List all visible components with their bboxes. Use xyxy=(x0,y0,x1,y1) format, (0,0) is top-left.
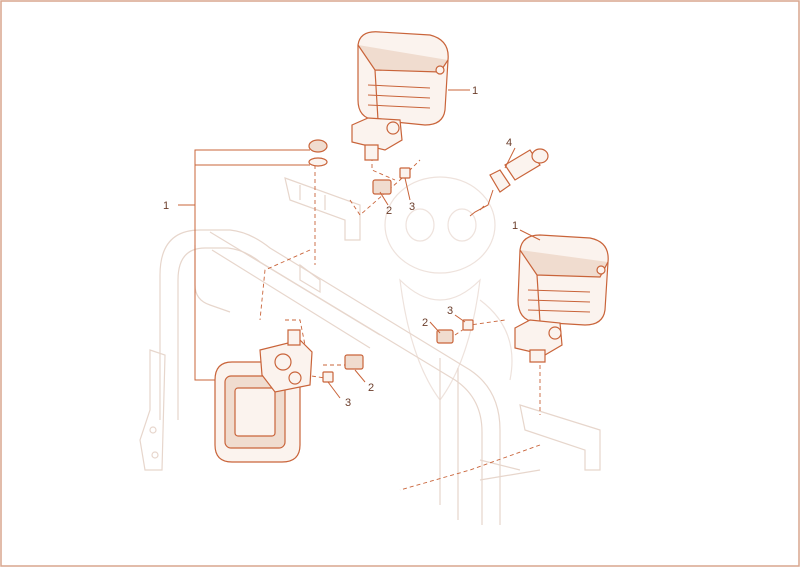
callout-leaders xyxy=(178,89,541,399)
connectors xyxy=(322,167,474,383)
work-lamp-right xyxy=(514,234,609,363)
nut-and-washer xyxy=(308,139,328,167)
mounting-bracket-lower xyxy=(519,404,601,471)
callout-3-bottom: 3 xyxy=(345,397,351,409)
halogen-bulb xyxy=(469,148,549,217)
mounting-bracket-upper xyxy=(284,177,361,241)
callout-4: 4 xyxy=(506,137,512,149)
watermark-mascot xyxy=(384,176,513,402)
callout-2-bottom: 2 xyxy=(368,382,374,394)
callout-2-top: 2 xyxy=(386,205,392,217)
callout-3-right: 3 xyxy=(447,305,453,317)
callout-1-top: 1 xyxy=(472,85,478,97)
callout-1-left: 1 xyxy=(163,200,169,212)
work-lamp-front xyxy=(214,329,313,463)
work-lamp-top xyxy=(351,31,449,161)
roll-bar-frame xyxy=(139,229,541,525)
callout-1-right: 1 xyxy=(512,220,518,232)
assembly-guide-lines xyxy=(259,150,541,491)
callout-2-right: 2 xyxy=(422,317,428,329)
callout-3-top: 3 xyxy=(409,201,415,213)
